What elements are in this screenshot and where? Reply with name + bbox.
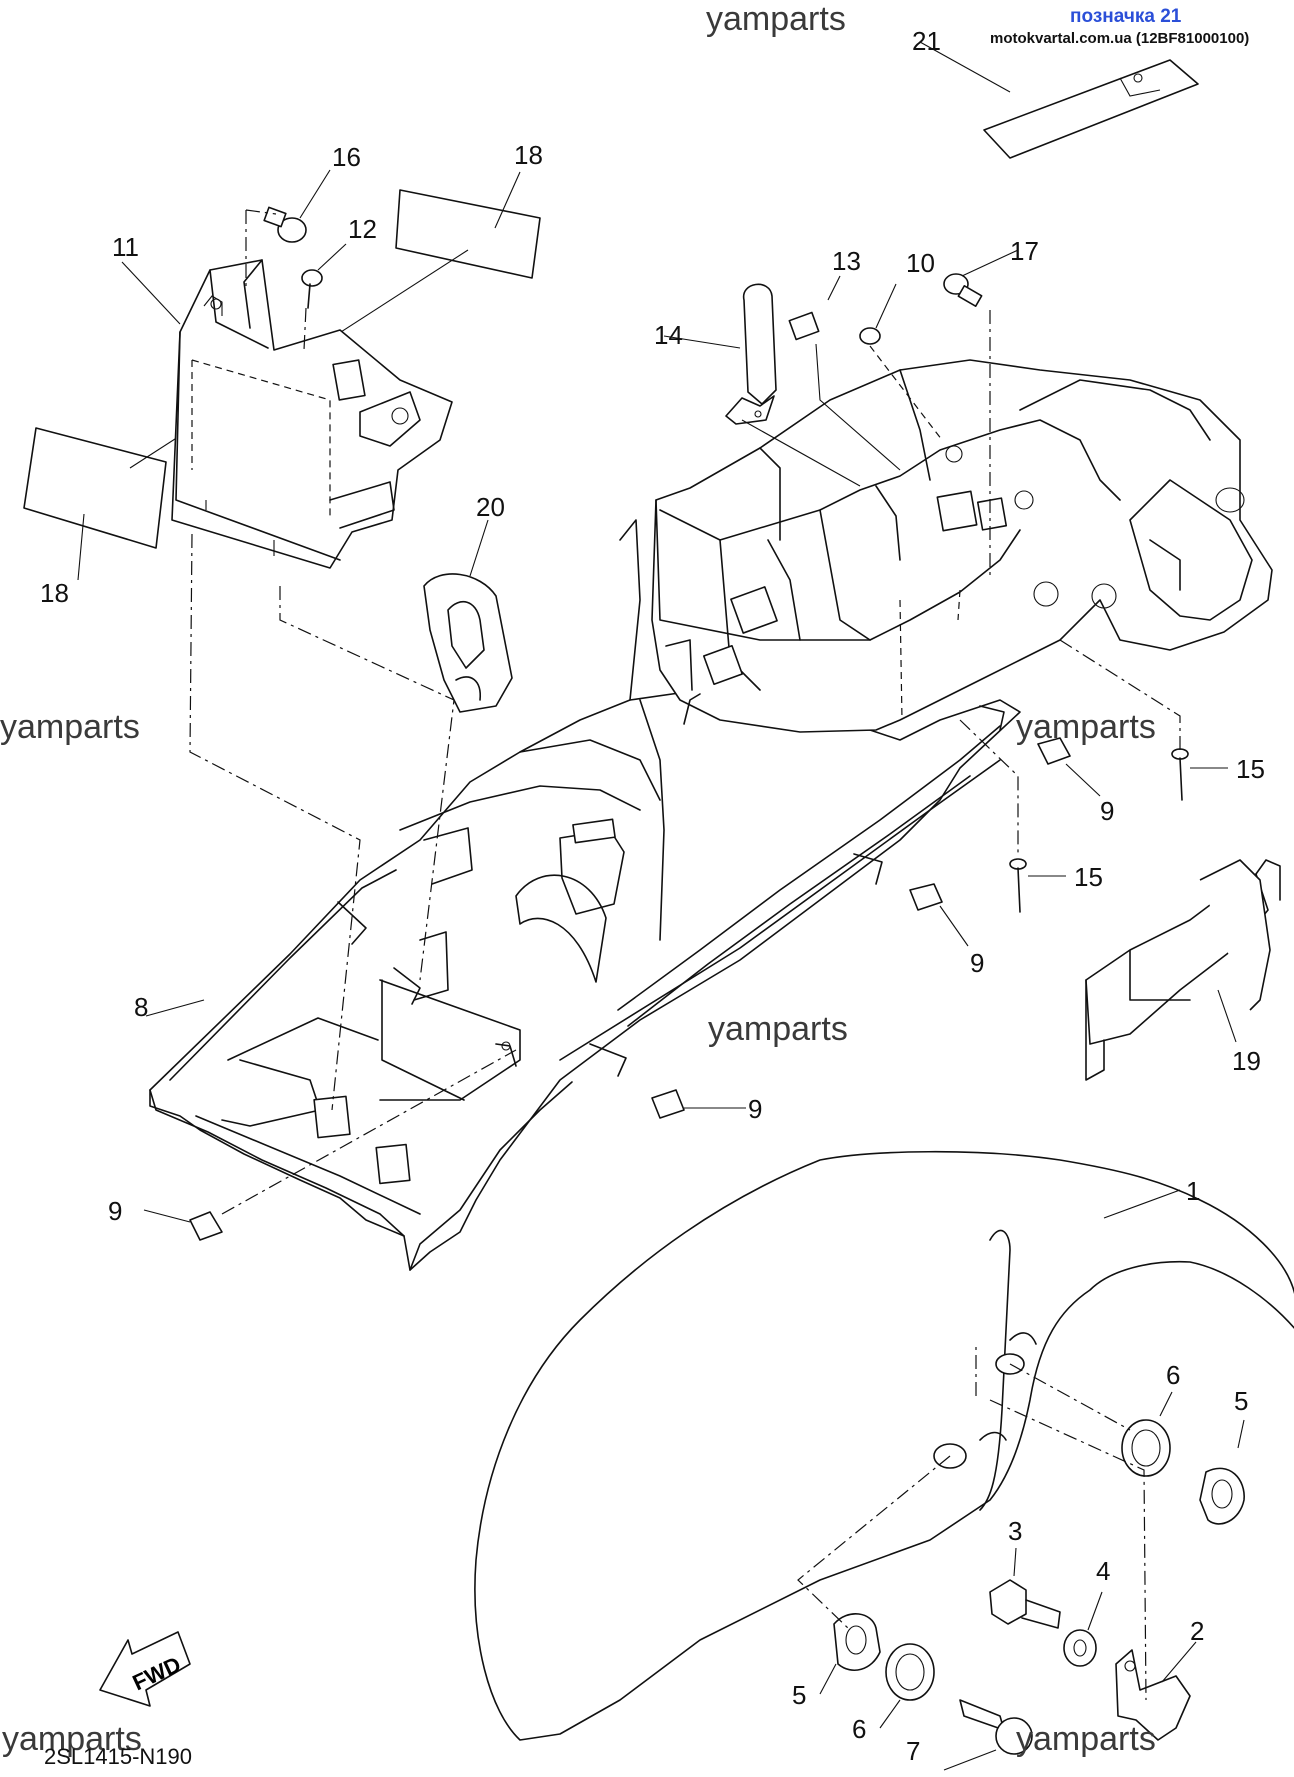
callout-6-left: 6 bbox=[852, 1714, 866, 1744]
leader-lines-front bbox=[797, 1344, 1147, 1701]
callout-15-upper: 15 bbox=[1236, 754, 1265, 784]
watermark-bottom-left: yamparts bbox=[2, 1720, 142, 1758]
callout-9-c: 9 bbox=[748, 1094, 762, 1124]
tag-label: позначка 21 bbox=[1070, 6, 1182, 27]
part-16-bolt bbox=[245, 169, 331, 290]
site-label: motokvartal.com.ua (12BF81000100) bbox=[990, 30, 1250, 47]
part-6-grommet-right bbox=[1121, 1391, 1173, 1477]
callout-15-lower: 15 bbox=[1074, 862, 1103, 892]
part-9-clip-b bbox=[909, 883, 969, 947]
watermark-top: yamparts bbox=[706, 0, 846, 38]
callout-8: 8 bbox=[134, 992, 148, 1022]
watermark-center: yamparts bbox=[708, 1010, 848, 1048]
part-4-washer bbox=[1063, 1591, 1103, 1667]
watermark-bottom-right: yamparts bbox=[1016, 1720, 1156, 1758]
callout-5-right: 5 bbox=[1234, 1386, 1248, 1416]
callout-14: 14 bbox=[654, 320, 683, 350]
part-19-cover bbox=[1085, 859, 1281, 1081]
part-1-front-fender bbox=[474, 1150, 1294, 1741]
part-14-strap bbox=[663, 283, 861, 487]
part-6-grommet-left bbox=[879, 1643, 935, 1729]
part-5-collar-left bbox=[819, 1613, 881, 1695]
part-9-clip-a bbox=[1037, 737, 1101, 797]
callout-21: 21 bbox=[912, 26, 941, 56]
callout-1: 1 bbox=[1186, 1176, 1200, 1206]
callout-11: 11 bbox=[112, 232, 139, 262]
part-15-rivet-lower bbox=[959, 719, 1066, 913]
callout-6-right: 6 bbox=[1166, 1360, 1180, 1390]
part-20-guide bbox=[423, 519, 513, 713]
callout-9-b: 9 bbox=[970, 948, 984, 978]
part-17-bolt bbox=[943, 249, 1019, 578]
callout-18-upper: 18 bbox=[514, 140, 543, 170]
part-7-screw bbox=[943, 1699, 1033, 1771]
part-10-nut bbox=[859, 283, 943, 441]
fwd-arrow-icon: FWD bbox=[99, 1631, 191, 1707]
diagram-code: 2SL1415-N190 bbox=[44, 1744, 192, 1769]
part-9-clip-d bbox=[143, 1209, 223, 1241]
callout-5-left: 5 bbox=[792, 1680, 806, 1710]
callout-17: 17 bbox=[1010, 236, 1039, 266]
part-13-clip bbox=[788, 275, 901, 471]
rear-seat-tray bbox=[619, 359, 1273, 733]
callout-16: 16 bbox=[332, 142, 361, 172]
callout-4: 4 bbox=[1096, 1556, 1110, 1586]
watermark-left: yamparts bbox=[0, 708, 140, 746]
part-8-rear-fender bbox=[145, 689, 1021, 1271]
part-18-pad-lower bbox=[23, 249, 469, 581]
callout-3: 3 bbox=[1008, 1516, 1022, 1546]
part-2-bracket bbox=[1115, 1641, 1197, 1741]
part-21-label bbox=[919, 41, 1199, 159]
part-12-screw bbox=[301, 243, 347, 351]
callout-9-d: 9 bbox=[108, 1196, 122, 1226]
callout-13: 13 bbox=[832, 246, 861, 276]
callout-10: 10 bbox=[906, 248, 935, 278]
callout-19: 19 bbox=[1232, 1046, 1261, 1076]
part-3-bolt bbox=[989, 1547, 1061, 1629]
part-5-collar-right bbox=[1199, 1419, 1245, 1525]
callout-12: 12 bbox=[348, 214, 377, 244]
leader-lines-left bbox=[189, 533, 517, 1215]
part-18-pad-upper bbox=[395, 171, 541, 279]
part-9-clip-c bbox=[651, 1089, 746, 1119]
part-15-rivet-upper bbox=[1059, 639, 1228, 801]
part-11-box bbox=[121, 259, 453, 569]
callout-7: 7 bbox=[906, 1736, 920, 1766]
callout-18-lower: 18 bbox=[40, 578, 69, 608]
callout-20: 20 bbox=[476, 492, 505, 522]
callout-2: 2 bbox=[1190, 1616, 1204, 1646]
callout-9-a: 9 bbox=[1100, 796, 1114, 826]
watermark-mid-right: yamparts bbox=[1016, 708, 1156, 746]
